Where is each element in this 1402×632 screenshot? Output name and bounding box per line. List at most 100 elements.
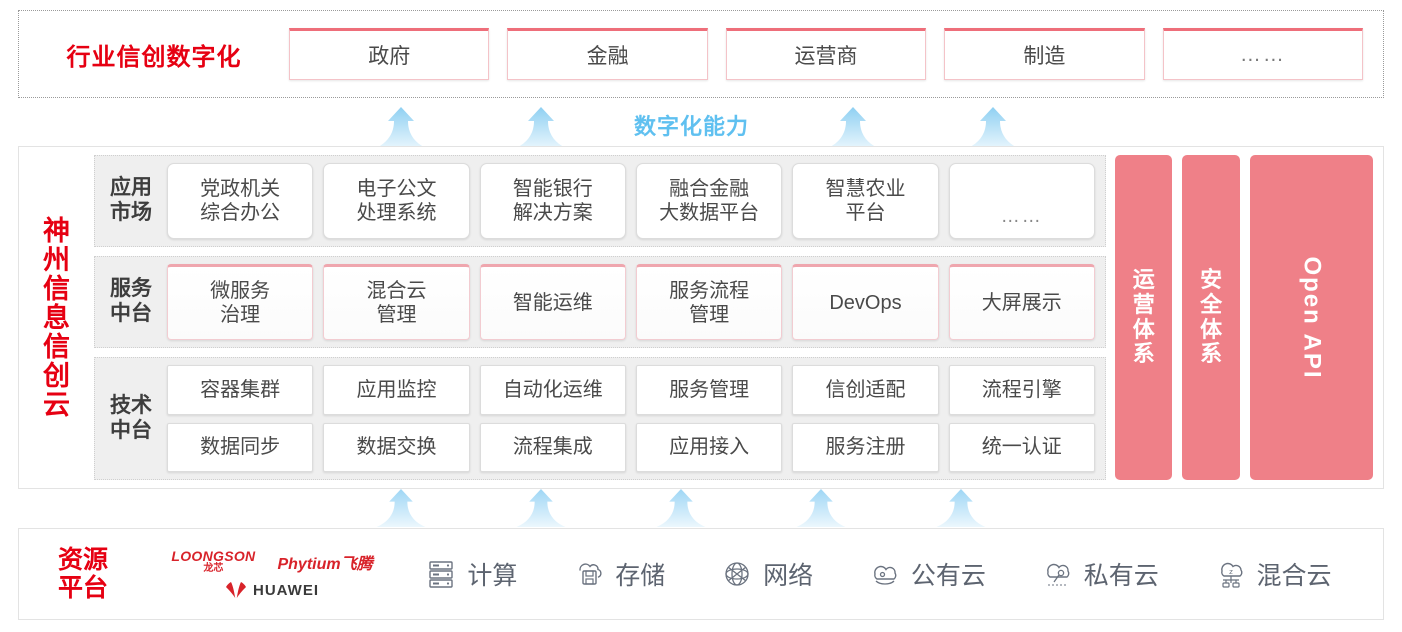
resource-item-hybrid-cloud[interactable]: z 混合云 — [1214, 556, 1332, 592]
card-line: 混合云 — [366, 279, 427, 302]
app-card-gov-office[interactable]: 党政机关 综合办公 — [167, 163, 314, 239]
resource-item-storage[interactable]: 存储 — [572, 556, 665, 592]
card-line: 智能银行 — [512, 177, 593, 200]
up-arrow-icon — [936, 489, 986, 527]
tech-card-process-integration[interactable]: 流程集成 — [479, 422, 626, 472]
capability-arrow-band: 数字化能力 — [0, 103, 1402, 149]
card-line: 电子公文 — [356, 177, 437, 200]
hybrid-cloud-icon: z — [1220, 562, 1242, 588]
industry-card-finance[interactable]: 金融 — [507, 28, 708, 80]
card-line: 管理 — [376, 304, 417, 326]
cloud-title-char: 州 — [43, 245, 70, 276]
up-arrow-icon — [826, 107, 880, 149]
pillar-char: 营 — [1132, 291, 1155, 317]
vendor-logo-group: LOONGSON 龙芯 Phytium飞腾 HUAWEI — [147, 549, 397, 599]
app-card-more[interactable]: …… — [948, 163, 1095, 239]
tech-card-data-exchange[interactable]: 数据交换 — [323, 422, 470, 472]
resource-item-public-cloud[interactable]: 公有云 — [868, 556, 986, 592]
card-line: 融合金融 — [669, 177, 750, 200]
tech-card-service-registry[interactable]: 服务注册 — [792, 422, 939, 472]
tech-card-unified-auth[interactable]: 统一认证 — [948, 422, 1095, 472]
tech-card-data-sync[interactable]: 数据同步 — [167, 422, 314, 472]
pillar-operation-system[interactable]: 运 营 体 系 — [1115, 155, 1173, 480]
card-line: 智能运维 — [512, 291, 593, 314]
loongson-logo-cn: 龙芯 — [203, 563, 224, 574]
tech-card-service-mgmt[interactable]: 服务管理 — [635, 365, 783, 415]
vendor-row-bottom: HUAWEI — [225, 581, 319, 599]
service-card-hybrid-cloud-mgmt[interactable]: 混合云 管理 — [323, 264, 470, 340]
up-arrow-icon — [516, 489, 566, 527]
service-card-devops[interactable]: DevOps — [792, 264, 939, 340]
service-card-process-mgmt[interactable]: 服务流程 管理 — [635, 264, 783, 340]
industry-card-government[interactable]: 政府 — [289, 28, 490, 80]
tech-card-app-monitor[interactable]: 应用监控 — [323, 365, 470, 415]
resource-platform-title: 资源 平台 — [19, 546, 147, 602]
industry-card-manufacturing[interactable]: 制造 — [944, 28, 1145, 80]
huawei-logo-text: HUAWEI — [253, 581, 319, 599]
service-card-microservice-governance[interactable]: 微服务 治理 — [167, 264, 314, 340]
pillar-operation-text: 运 营 体 系 — [1133, 268, 1155, 367]
loongson-logo: LOONGSON 龙芯 — [171, 549, 255, 574]
row-label-line: 中台 — [110, 302, 152, 325]
resource-item-compute[interactable]: 计算 — [424, 556, 517, 592]
tech-card-xinchuang-adapt[interactable]: 信创适配 — [792, 365, 939, 415]
row-label-line: 技术 — [110, 393, 152, 417]
resource-item-label: 公有云 — [910, 562, 986, 590]
card-line: 智慧农业 — [825, 177, 906, 200]
row-label-line: 市场 — [110, 201, 152, 224]
cloud-title-char: 云 — [43, 389, 70, 420]
private-cloud-icon — [1046, 563, 1070, 586]
pillar-open-api[interactable]: Open API — [1249, 155, 1373, 480]
row-app-market: 应用 市场 党政机关 综合办公 电子公文 处理系统 智能银行 — [94, 155, 1106, 247]
tech-card-container-cluster[interactable]: 容器集群 — [167, 365, 314, 415]
pillar-char: 运 — [1132, 267, 1155, 293]
cloud-title-char: 神 — [43, 216, 70, 247]
app-card-finance-bigdata[interactable]: 融合金融 大数据平台 — [635, 163, 783, 239]
industry-card-list: 政府 金融 运营商 制造 …… — [289, 28, 1383, 80]
row-label-service-platform: 服务 中台 — [105, 277, 157, 327]
row-label-line: 应用 — [110, 176, 152, 200]
resource-platform-band: 资源 平台 LOONGSON 龙芯 Phytium飞腾 HUAWEI — [18, 528, 1384, 620]
huawei-flower-icon — [226, 582, 246, 598]
service-card-list: 微服务 治理 混合云 管理 智能运维 服务流程 管理 — [167, 264, 1095, 340]
app-card-smart-bank[interactable]: 智能银行 解决方案 — [479, 163, 626, 239]
industry-card-more[interactable]: …… — [1162, 28, 1364, 80]
row-tech-platform: 技术 中台 容器集群 应用监控 自动化运维 服务管理 信创适配 流程引擎 — [94, 357, 1106, 480]
card-line: …… — [1000, 205, 1043, 227]
resource-item-label: 计算 — [467, 562, 518, 590]
svg-text:z: z — [1229, 568, 1233, 576]
card-line: 微服务 — [210, 279, 271, 302]
industry-card-operator[interactable]: 运营商 — [725, 28, 927, 80]
card-line: 大屏展示 — [981, 291, 1062, 314]
tech-card-auto-ops[interactable]: 自动化运维 — [479, 365, 626, 415]
app-card-edoc-system[interactable]: 电子公文 处理系统 — [323, 163, 470, 239]
tech-card-app-access[interactable]: 应用接入 — [635, 422, 783, 472]
cloud-title-char: 信 — [43, 274, 70, 305]
service-card-smart-ops[interactable]: 智能运维 — [479, 264, 626, 340]
pillar-security-text: 安 全 体 系 — [1200, 268, 1222, 367]
row-label-app-market: 应用 市场 — [105, 176, 157, 226]
card-line: 平台 — [845, 202, 886, 224]
tech-card-process-engine[interactable]: 流程引擎 — [948, 365, 1095, 415]
phytium-logo: Phytium飞腾 — [277, 555, 373, 573]
card-line: 管理 — [689, 304, 730, 326]
cloud-rows-column: 应用 市场 党政机关 综合办公 电子公文 处理系统 智能银行 — [94, 155, 1106, 480]
tech-card-grid: 容器集群 应用监控 自动化运维 服务管理 信创适配 流程引擎 数据同步 数据交换… — [167, 365, 1095, 472]
cloud-body: 应用 市场 党政机关 综合办公 电子公文 处理系统 智能银行 — [94, 147, 1383, 488]
service-card-dashboard[interactable]: 大屏展示 — [948, 264, 1095, 340]
pillar-open-api-text: Open API — [1298, 255, 1326, 380]
pillar-char: 安 — [1200, 267, 1223, 293]
app-market-card-list: 党政机关 综合办公 电子公文 处理系统 智能银行 解决方案 融合金融 — [167, 163, 1095, 239]
loongson-logo-en: LOONGSON — [171, 548, 256, 564]
industry-band-title: 行业信创数字化 — [66, 43, 242, 71]
resource-item-private-cloud[interactable]: 私有云 — [1041, 556, 1159, 592]
huawei-logo: HUAWEI — [225, 581, 319, 599]
pillar-security-system[interactable]: 安 全 体 系 — [1182, 155, 1240, 480]
public-cloud-icon — [874, 565, 897, 585]
card-line: 治理 — [220, 304, 261, 326]
resource-arrow-band — [0, 487, 1402, 527]
tech-card-row-2: 数据同步 数据交换 流程集成 应用接入 服务注册 统一认证 — [167, 422, 1095, 472]
row-label-line: 中台 — [110, 418, 152, 442]
resource-item-network[interactable]: 网络 — [720, 556, 813, 592]
app-card-smart-agriculture[interactable]: 智慧农业 平台 — [792, 163, 939, 239]
